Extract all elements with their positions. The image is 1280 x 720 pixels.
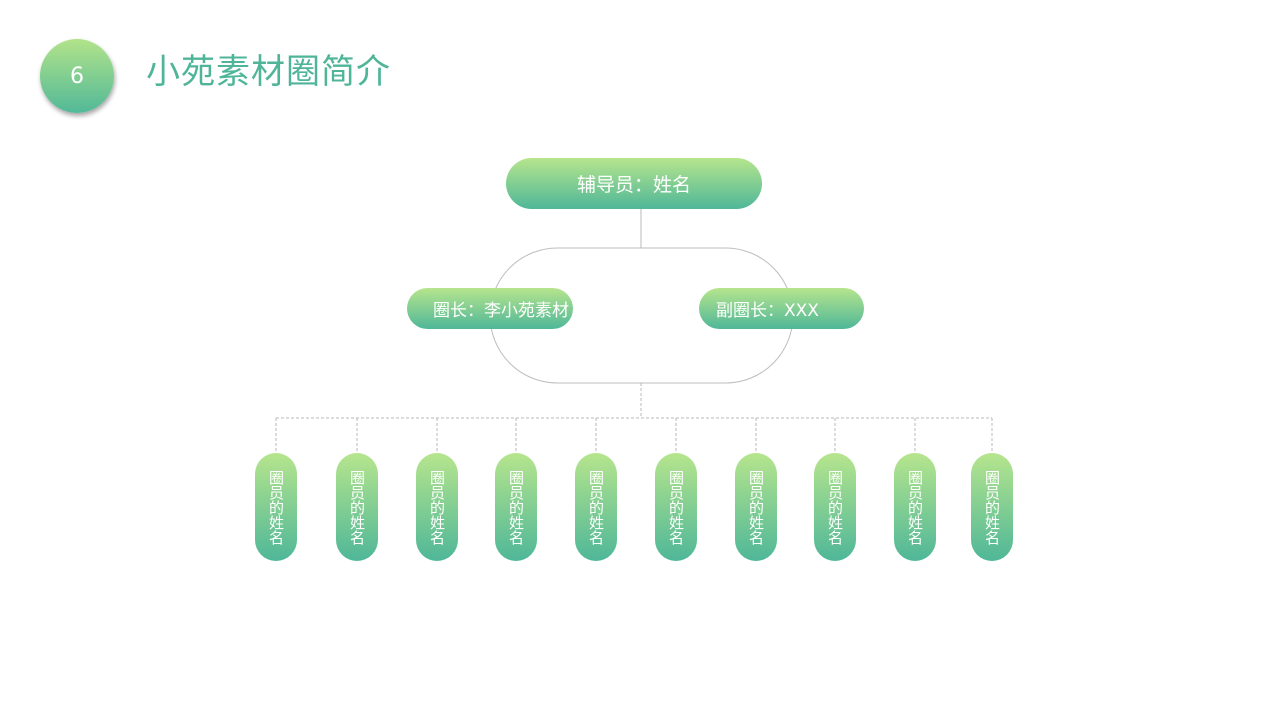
leader-node: 圈长：李小苑素材	[407, 288, 573, 329]
leader-label: 圈长：李小苑素材	[433, 301, 569, 321]
member-node: 圈员的姓名	[336, 453, 378, 561]
member-label: 圈员的姓名	[906, 469, 924, 545]
member-node: 圈员的姓名	[416, 453, 458, 561]
member-node: 圈员的姓名	[495, 453, 537, 561]
member-label: 圈员的姓名	[826, 469, 844, 545]
member-label: 圈员的姓名	[667, 469, 685, 545]
member-label: 圈员的姓名	[267, 469, 285, 545]
member-label: 圈员的姓名	[587, 469, 605, 545]
vice-leader-node: 副圈长：XXX	[699, 288, 864, 329]
member-node: 圈员的姓名	[735, 453, 777, 561]
member-node: 圈员的姓名	[575, 453, 617, 561]
member-node: 圈员的姓名	[814, 453, 856, 561]
vice-leader-label: 副圈长：XXX	[716, 301, 819, 321]
member-label: 圈员的姓名	[747, 469, 765, 545]
slide-number: 6	[70, 63, 84, 89]
member-label: 圈员的姓名	[983, 469, 1001, 545]
page-title: 小苑素材圈简介	[146, 52, 391, 92]
member-node: 圈员的姓名	[894, 453, 936, 561]
advisor-label: 辅导员：姓名	[576, 174, 691, 196]
member-label: 圈员的姓名	[507, 469, 525, 545]
member-label: 圈员的姓名	[348, 469, 366, 545]
member-label: 圈员的姓名	[428, 469, 446, 545]
member-node: 圈员的姓名	[655, 453, 697, 561]
slide-number-badge: 6	[40, 39, 114, 113]
member-drop-lines	[275, 418, 993, 453]
member-node: 圈员的姓名	[971, 453, 1013, 561]
member-node: 圈员的姓名	[255, 453, 297, 561]
advisor-node: 辅导员：姓名	[506, 158, 762, 209]
